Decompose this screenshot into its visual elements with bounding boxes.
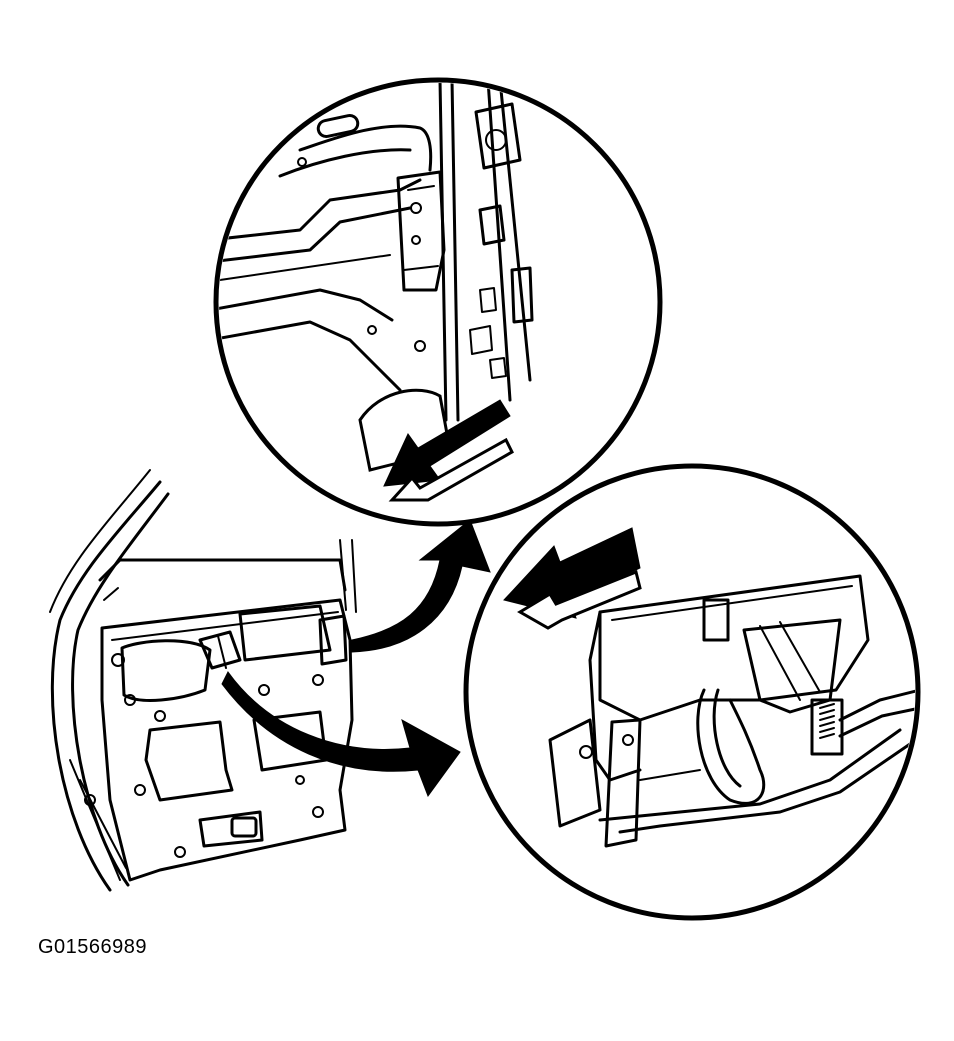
callout-arrow-to-bottom (221, 671, 461, 798)
figure-id-label: G01566989 (38, 936, 148, 958)
detail-view-top (213, 77, 663, 527)
callout-arrow-to-top (351, 519, 491, 653)
door-panel (49, 469, 357, 892)
detail-view-bottom (463, 463, 921, 921)
